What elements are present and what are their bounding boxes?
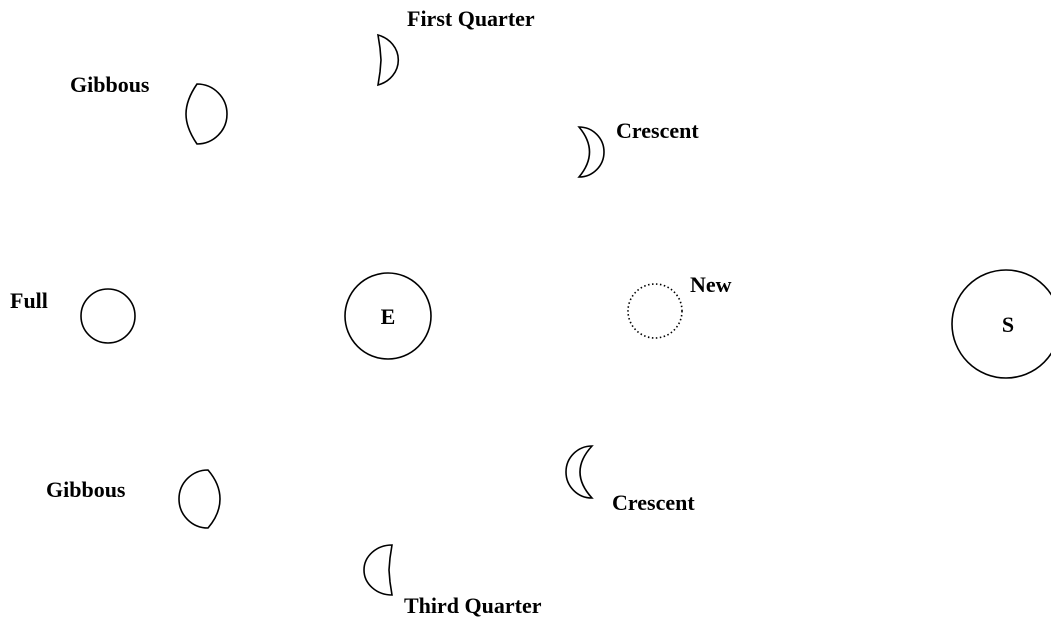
sun-label: S bbox=[1002, 312, 1014, 337]
first-quarter-label: First Quarter bbox=[407, 6, 535, 31]
first-quarter-moon-shape bbox=[377, 33, 400, 87]
crescent-bottom-moon-shape bbox=[565, 445, 594, 499]
sun-circle bbox=[951, 269, 1051, 379]
third-quarter-label: Third Quarter bbox=[404, 593, 542, 618]
crescent-bottom-label: Crescent bbox=[612, 490, 695, 515]
crescent-top-label: Crescent bbox=[616, 118, 699, 143]
crescent-top-moon-shape bbox=[577, 126, 605, 178]
gibbous-top-moon-shape bbox=[185, 83, 228, 145]
earth-circle bbox=[344, 272, 432, 360]
new-moon-shape bbox=[627, 283, 683, 339]
new-label: New bbox=[690, 272, 732, 297]
gibbous-top-label: Gibbous bbox=[70, 72, 150, 97]
third-quarter-moon-shape bbox=[363, 544, 393, 596]
earth-label: E bbox=[381, 304, 396, 329]
gibbous-bottom-moon-shape bbox=[178, 469, 221, 529]
gibbous-bottom-label: Gibbous bbox=[46, 477, 126, 502]
full-label: Full bbox=[10, 288, 48, 313]
full-moon-shape bbox=[80, 288, 136, 344]
